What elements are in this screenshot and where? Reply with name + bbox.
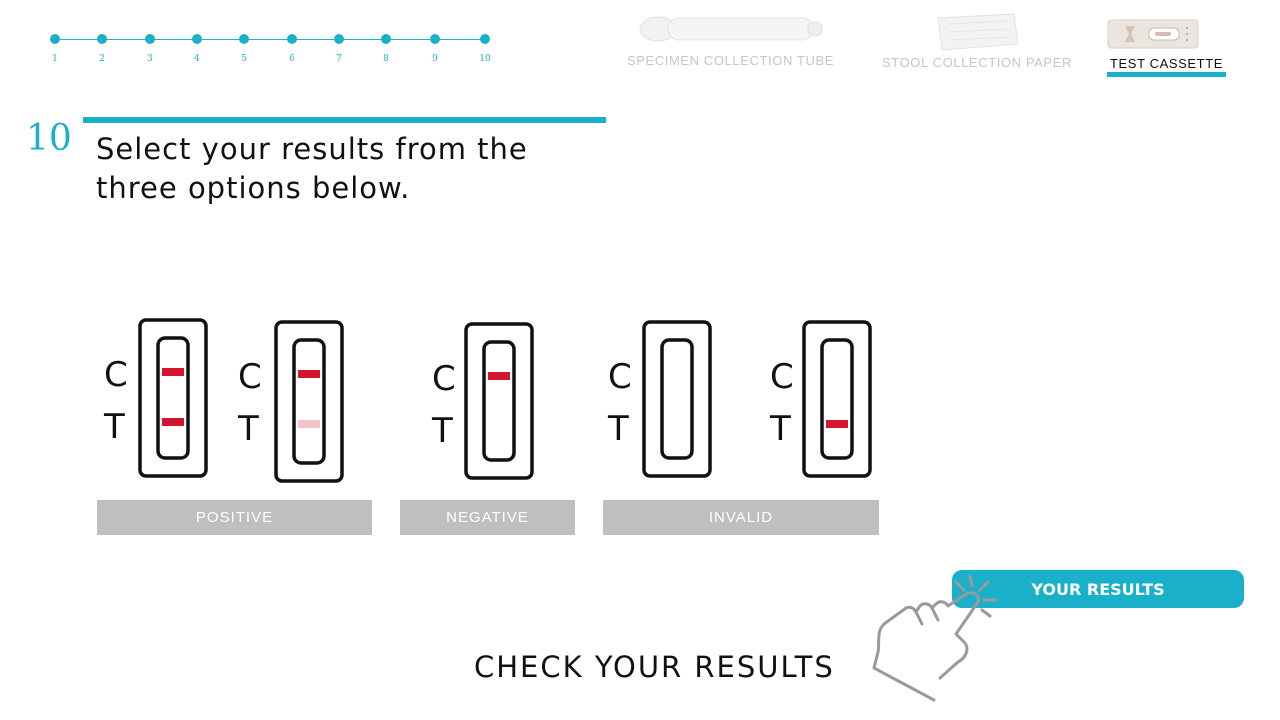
control-line (162, 368, 184, 376)
progress-step-1[interactable]: 1 (49, 33, 61, 64)
control-label: C (770, 357, 794, 397)
result-window (660, 338, 694, 460)
progress-step-number: 8 (383, 54, 389, 64)
progress-step-number: 10 (479, 54, 491, 64)
t-line (162, 418, 184, 426)
progress-step-number: 9 (432, 54, 438, 64)
t-line (298, 420, 320, 428)
progress-step-7[interactable]: 7 (333, 33, 345, 64)
control-label: C (104, 355, 128, 395)
cassette-drawing: CT (103, 318, 208, 478)
progress-step-dot (334, 34, 344, 44)
cassette-drawing: CT (607, 320, 712, 478)
progress-line (55, 39, 485, 40)
your-results-label: YOUR RESULTS (1031, 579, 1165, 599)
result-window (820, 338, 854, 460)
progress-step-2[interactable]: 2 (96, 33, 108, 64)
step-number: 10 (26, 118, 72, 159)
test-cassette-icon (1107, 19, 1199, 49)
result-window (156, 336, 190, 460)
progress-step-number: 3 (147, 54, 153, 64)
specimen-tube-icon (639, 16, 822, 42)
progress-step-5[interactable]: 5 (238, 33, 250, 64)
progress-step-number: 7 (336, 54, 342, 64)
t-line (826, 420, 848, 428)
progress-step-10[interactable]: 10 (479, 33, 491, 64)
progress-step-6[interactable]: 6 (286, 33, 298, 64)
cassette-drawing: CT (769, 320, 872, 478)
component-tab-label: SPECIMEN COLLECTION TUBE (626, 53, 835, 68)
test-label: T (607, 409, 629, 449)
progress-step-dot (239, 34, 249, 44)
invalid-result-button[interactable]: INVALID (603, 500, 879, 535)
control-label: C (608, 357, 632, 397)
progress-step-dot (50, 34, 60, 44)
pointing-hand-icon (872, 574, 998, 702)
progress-step-3[interactable]: 3 (144, 33, 156, 64)
negative-result-button[interactable]: NEGATIVE (400, 500, 575, 535)
test-label: T (103, 407, 125, 447)
component-tab-test-cassette[interactable]: TEST CASSETTE (1107, 18, 1226, 77)
progress-step-8[interactable]: 8 (380, 33, 392, 64)
progress-step-dot (145, 34, 155, 44)
progress-step-4[interactable]: 4 (191, 33, 203, 64)
cassette-drawing: CT (237, 320, 344, 483)
progress-step-number: 6 (289, 54, 295, 64)
test-label: T (769, 409, 791, 449)
progress-step-dot (97, 34, 107, 44)
step-instruction: Select your results from the three optio… (96, 132, 528, 205)
control-label: C (432, 359, 456, 399)
progress-step-dot (480, 34, 490, 44)
control-line (488, 372, 510, 380)
progress-step-number: 1 (52, 54, 58, 64)
your-results-button[interactable]: YOUR RESULTS (952, 570, 1244, 608)
component-tab-stool-paper[interactable]: STOOL COLLECTION PAPER (872, 12, 1082, 70)
result-window (482, 340, 516, 462)
cassette-drawing: CT (431, 322, 534, 480)
test-label: T (431, 411, 453, 451)
progress-step-dot (287, 34, 297, 44)
progress-step-9[interactable]: 9 (429, 33, 441, 64)
progress-step-number: 4 (194, 54, 200, 64)
progress-step-number: 5 (241, 54, 247, 64)
progress-step-dot (192, 34, 202, 44)
control-label: C (238, 357, 262, 397)
check-your-results-text: CHECK YOUR RESULTS (474, 650, 835, 684)
component-tab-specimen-tube[interactable]: SPECIMEN COLLECTION TUBE (618, 14, 843, 68)
component-tab-label: STOOL COLLECTION PAPER (882, 55, 1072, 70)
positive-result-button[interactable]: POSITIVE (97, 500, 372, 535)
progress-step-number: 2 (99, 54, 105, 64)
progress-step-dot (430, 34, 440, 44)
active-tab-underline (1107, 72, 1226, 77)
stool-paper-icon (937, 13, 1019, 51)
heading-accent-bar (83, 117, 606, 123)
progress-step-dot (381, 34, 391, 44)
test-label: T (237, 409, 259, 449)
component-tab-label: TEST CASSETTE (1109, 56, 1224, 71)
result-window (292, 338, 326, 465)
control-line (298, 370, 320, 378)
